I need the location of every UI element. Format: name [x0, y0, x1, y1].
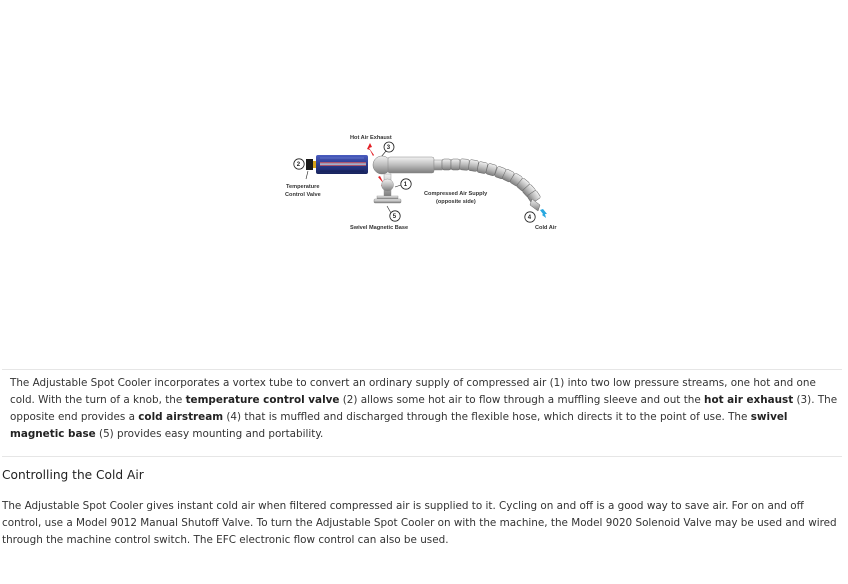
spot-cooler-illustration: Hot Air Exhaust 3 2 — [285, 135, 557, 231]
description-paragraph: The Adjustable Spot Cooler incorporates … — [10, 375, 842, 443]
temperature-knob — [306, 159, 313, 170]
compressed-air-supply-label-line1: Compressed Air Supply — [424, 191, 488, 197]
callout-1: 1 — [394, 178, 412, 190]
swivel-magnetic-base-label: Swivel Magnetic Base — [350, 225, 408, 231]
callout-5: 5 — [386, 205, 401, 222]
description-text-2: (2) allows some hot air to flow through … — [339, 394, 705, 406]
callout-3: 3 — [380, 141, 395, 158]
cold-air-label: Cold Air — [535, 225, 557, 231]
spot-cooler-diagram: Hot Air Exhaust 3 2 — [270, 125, 580, 245]
callout-2: 2 — [293, 158, 305, 170]
description-bold-hot-air-exhaust: hot air exhaust — [704, 394, 794, 406]
callout-4-number: 4 — [528, 215, 532, 221]
divider-top — [2, 369, 842, 370]
divider-section — [2, 456, 842, 457]
callout-3-number: 3 — [387, 145, 391, 151]
temperature-control-valve-label-line1: Temperature — [286, 184, 319, 190]
compressed-air-supply-label-line2: (opposite side) — [436, 199, 476, 205]
callout-5-number: 5 — [393, 214, 397, 220]
hot-air-exhaust-label: Hot Air Exhaust — [350, 135, 392, 141]
callout-2-number: 2 — [297, 162, 301, 168]
magnetic-base — [373, 198, 402, 204]
cold-end-tube — [387, 156, 435, 174]
description-bold-temperature-control-valve: temperature control valve — [185, 394, 340, 406]
flexible-hose — [441, 158, 541, 212]
callout-1-number: 1 — [404, 182, 408, 188]
description-bold-swivel-magnetic-base: swivel magnetic base — [10, 411, 788, 440]
description-text-4: (4) that is muffled and discharged throu… — [223, 411, 751, 423]
section-paragraph: The Adjustable Spot Cooler gives instant… — [2, 500, 837, 546]
cold-air-arrow-icon — [540, 209, 547, 218]
description-bold-cold-airstream: cold airstream — [138, 411, 224, 423]
temperature-control-valve-label-line2: Control Valve — [285, 192, 321, 198]
hot-air-arrow-icon — [367, 143, 374, 156]
description-text-5: (5) provides easy mounting and portabili… — [95, 428, 324, 440]
description-text-3: (3). The opposite end provides a — [10, 394, 838, 423]
description-text-1: The Adjustable Spot Cooler incorporates … — [10, 377, 816, 406]
section-heading: Controlling the Cold Air — [2, 468, 144, 482]
callout-4: 4 — [524, 211, 536, 223]
